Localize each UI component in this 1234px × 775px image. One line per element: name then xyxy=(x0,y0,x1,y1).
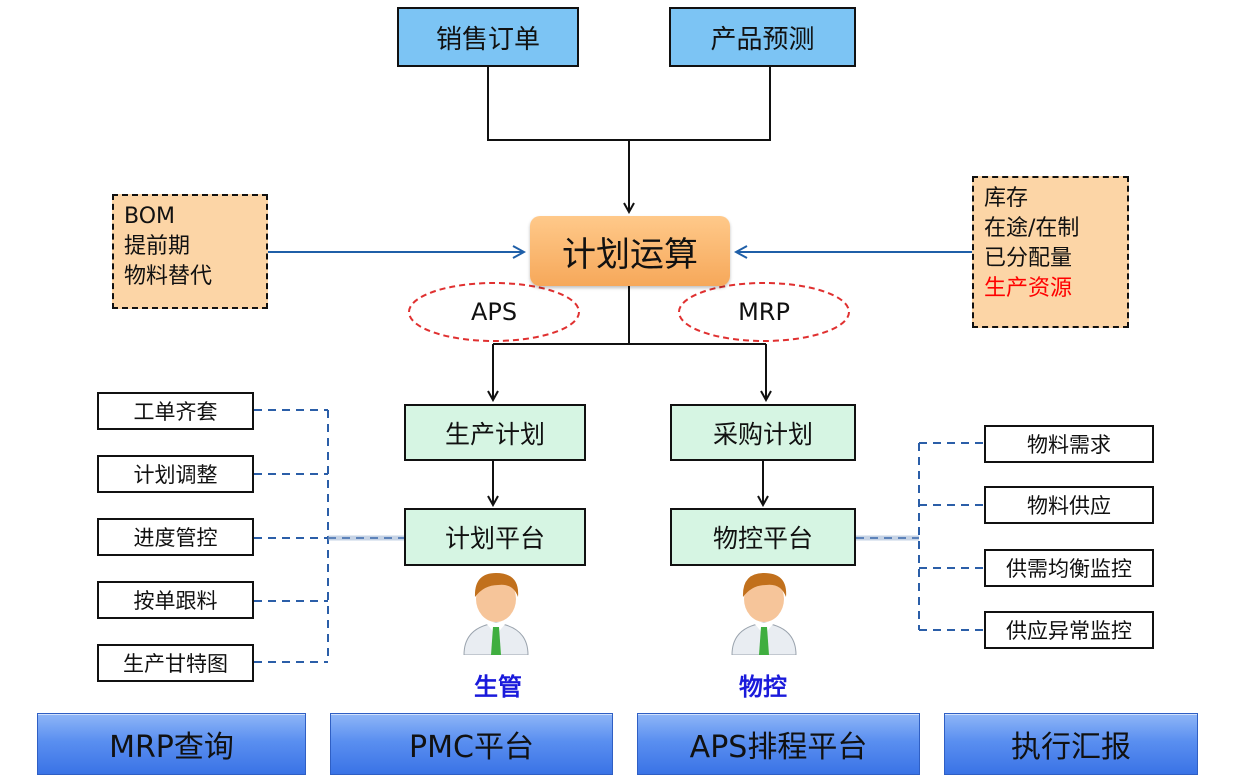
role-material-ctrl: 物控 xyxy=(739,673,787,701)
person-icon xyxy=(731,573,797,655)
production-plan-box: 生产计划 xyxy=(404,404,586,461)
left-function-item: 进度管控 xyxy=(97,518,254,556)
tab-label: MRP查询 xyxy=(109,730,234,765)
purchase-plan-box: 采购计划 xyxy=(670,404,856,461)
right-input-note: 库存 在途/在制 已分配量 生产资源 xyxy=(972,176,1129,328)
left-function-item: 生产甘特图 xyxy=(97,644,254,682)
aps-ellipse xyxy=(408,282,580,342)
note-line: 在途/在制 xyxy=(984,216,1080,241)
material-control-platform-label: 物控平台 xyxy=(712,524,813,553)
purchase-plan-label: 采购计划 xyxy=(712,419,813,449)
right-function-item: 供需均衡监控 xyxy=(984,549,1154,587)
tab-label: 执行汇报 xyxy=(1011,730,1131,765)
mrp-ellipse xyxy=(678,282,850,342)
note-line-highlight: 生产资源 xyxy=(984,276,1073,301)
left-function-item: 工单齐套 xyxy=(97,392,254,430)
production-plan-label: 生产计划 xyxy=(444,419,545,449)
product-forecast-box: 产品预测 xyxy=(669,7,856,67)
right-function-item: 物料供应 xyxy=(984,486,1154,524)
calc-box: 计划运算 xyxy=(530,216,730,286)
mrp-label: MRP xyxy=(738,298,790,326)
aps-label: APS xyxy=(470,298,518,326)
note-line: 库存 xyxy=(984,186,1029,211)
person-icon xyxy=(463,573,529,655)
left-function-item: 计划调整 xyxy=(97,455,254,493)
right-function-label: 供需均衡监控 xyxy=(1006,557,1132,581)
left-function-label: 进度管控 xyxy=(133,526,218,550)
right-function-label: 物料供应 xyxy=(1027,494,1111,518)
sales-order-box: 销售订单 xyxy=(397,7,579,67)
left-function-label: 工单齐套 xyxy=(133,400,218,424)
role-production-mgmt: 生管 xyxy=(474,673,522,701)
tab-pmc-platform[interactable]: PMC平台 xyxy=(330,713,613,775)
left-input-note: BOM 提前期 物料替代 xyxy=(112,194,268,309)
right-function-label: 物料需求 xyxy=(1027,433,1111,457)
tab-label: PMC平台 xyxy=(409,730,534,765)
top-merge-line xyxy=(487,66,771,141)
right-function-item: 物料需求 xyxy=(984,425,1154,463)
sales-order-label: 销售订单 xyxy=(435,24,540,55)
right-function-item: 供应异常监控 xyxy=(984,611,1154,649)
mrp-label-wrap: MRP xyxy=(680,290,848,334)
note-line: 已分配量 xyxy=(984,246,1073,271)
planning-platform-box: 计划平台 xyxy=(404,508,586,566)
note-line: 提前期 xyxy=(124,234,191,259)
note-line: BOM xyxy=(124,204,176,229)
calc-label: 计划运算 xyxy=(562,234,698,275)
left-function-label: 生产甘特图 xyxy=(123,652,228,676)
note-line: 物料替代 xyxy=(124,264,213,289)
tab-aps-scheduling[interactable]: APS排程平台 xyxy=(637,713,920,775)
tab-execution-report[interactable]: 执行汇报 xyxy=(944,713,1198,775)
tab-label: APS排程平台 xyxy=(689,730,868,765)
left-function-label: 计划调整 xyxy=(133,463,218,487)
product-forecast-label: 产品预测 xyxy=(710,24,815,55)
right-function-label: 供应异常监控 xyxy=(1006,619,1132,643)
planning-platform-label: 计划平台 xyxy=(444,524,545,553)
tab-mrp-query[interactable]: MRP查询 xyxy=(37,713,306,775)
left-function-item: 按单跟料 xyxy=(97,581,254,619)
left-function-label: 按单跟料 xyxy=(133,589,218,613)
material-control-platform-box: 物控平台 xyxy=(670,508,856,566)
aps-label-wrap: APS xyxy=(410,290,578,334)
